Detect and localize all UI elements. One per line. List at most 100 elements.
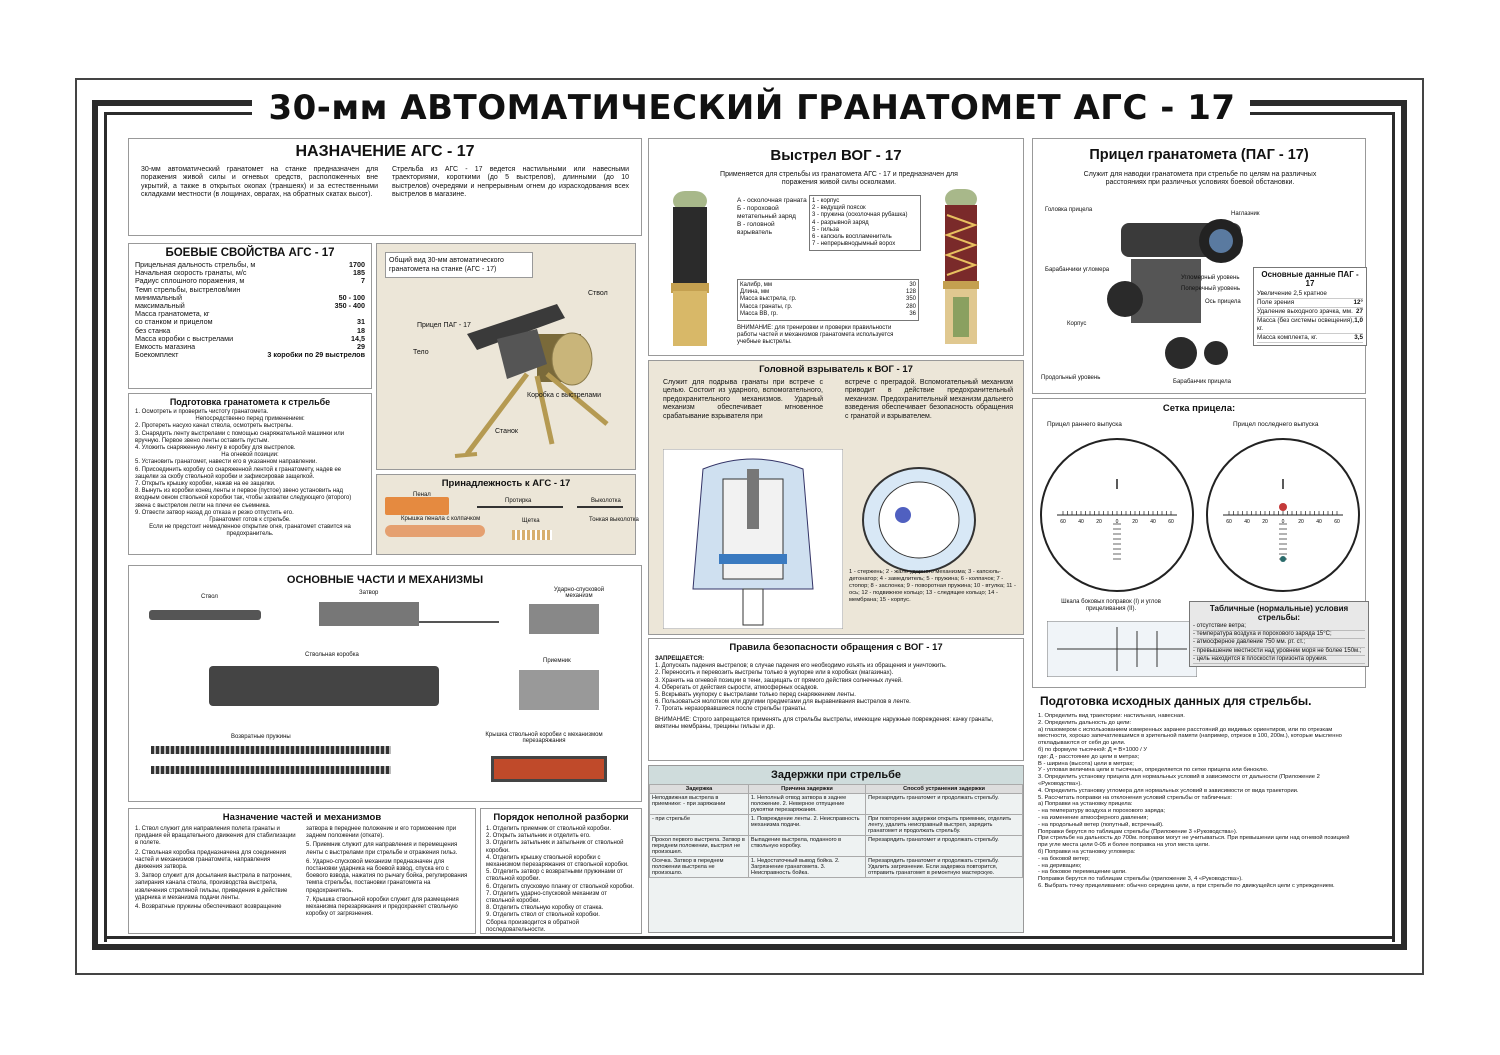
combat-value: 350 - 400: [334, 301, 365, 311]
sight-basic-value: 3,5: [1354, 334, 1363, 341]
label-thin-driver: Тонкая выколотка: [589, 517, 639, 523]
fuse-heading: Головной взрыватель к ВОГ - 17: [759, 364, 913, 375]
vog-part-item: 6 - капсюль воспламенитель: [812, 234, 892, 241]
disassembly-line: Сборка производится в обратной последова…: [486, 919, 579, 933]
reticle-early-label: Прицел раннего выпуска: [1047, 421, 1122, 428]
sight-illustration: [1107, 219, 1243, 369]
vog-parts-left: А - осколочная граната Б - пороховой мет…: [737, 197, 807, 236]
sight-label-eyepiece: Наглазник: [1231, 211, 1260, 217]
label-driver: Выколотка: [591, 498, 621, 504]
norm-heading: Табличные (нормальные) условия стрельбы:: [1209, 604, 1349, 622]
delays-cell: При повторении задержки открыть приемник…: [865, 814, 1023, 836]
purpose-text-right: Стрельба из АГС - 17 ведется настильными…: [392, 166, 629, 199]
vog-part-item: 2 - ведущий поясок: [812, 205, 866, 212]
data-prep-line: где: Д - расстояние до цели в метрах;: [1038, 753, 1140, 760]
purpose-parts-panel: Назначение частей и механизмов 1. Ствол …: [128, 808, 476, 934]
disassembly-list: 1. Отделить приемник от ствольной коробк…: [486, 826, 636, 934]
data-prep-line: 6. Выбрать точку прицеливания: обычно се…: [1038, 882, 1335, 889]
delays-row: Прокол первого выстрела. Затвор в передн…: [649, 835, 1023, 857]
label-barrel: Ствол: [588, 290, 608, 297]
purpose-parts-right: затвора в переднее положение и его тормо…: [306, 826, 469, 920]
delays-cell: Неподвижная выстрела в приемнике: - при …: [649, 793, 749, 815]
purpose-parts-line: 1. Ствол служит для направления полета г…: [135, 826, 296, 847]
delays-col-header: Задержка: [649, 784, 749, 794]
delays-col-header: Способ устранения задержки: [865, 784, 1023, 794]
data-prep-line: 1. Определить вид траектории: настильная…: [1038, 713, 1185, 719]
disassembly-panel: Порядок неполной разборки 1. Отделить пр…: [480, 808, 642, 934]
data-prep-line: У - угловая величина цели в тысячных, оп…: [1038, 767, 1269, 774]
purpose-parts-line: 3. Затвор служит для досылания выстрела …: [135, 873, 292, 901]
trigger-part-image: [529, 604, 599, 634]
brush-image: [512, 530, 552, 540]
data-prep-line: В - ширина (высота) цели в метрах;: [1038, 760, 1134, 767]
bolt-rod: [419, 621, 499, 623]
prep-line: Если не предстоит немедленное открытие о…: [149, 524, 351, 538]
sight-basic-row: Увеличение 2,5 кратное: [1257, 290, 1363, 299]
data-prep-line: - на изменение атмосферного давления;: [1038, 814, 1149, 821]
purpose-parts-line: 7. Крышка ствольной коробки служит для р…: [306, 896, 459, 918]
sight-basics: Основные данные ПАГ - 17 Увеличение 2,5 …: [1253, 267, 1367, 346]
vog-spec-row: Масса выстрела, гр.350: [740, 296, 916, 303]
wiper-image: [477, 506, 563, 508]
sight-label-level: Угломерный уровень: [1181, 275, 1240, 281]
data-prep-line: 5. Рассчитать поправки на отклонения усл…: [1038, 794, 1233, 801]
reticle-scale-label: 40: [1316, 519, 1322, 525]
reticle-scale-label: 0: [1116, 519, 1119, 525]
sight-basic-key: Удаление выходного зрачка, мм.: [1257, 308, 1353, 315]
data-prep-line: б) Поправки на установку угломера:: [1038, 848, 1136, 855]
vog-part-item: 5 - гильза: [812, 226, 839, 233]
delays-col-header: Причина задержки: [747, 784, 867, 794]
reticle-scale-label: 60: [1226, 519, 1232, 525]
reticle-panel: Сетка прицела: Прицел раннего выпуска Пр…: [1032, 398, 1369, 688]
safety-line: 6. Пользоваться молотком или другими пре…: [655, 699, 911, 706]
vog-part-item: 3 - пружина (осколочная рубашка): [812, 212, 908, 219]
combat-key: Масса гранатомета, кг: [135, 309, 210, 319]
safety-line: 5. Вскрывать укупорку с выстрелами тольк…: [655, 692, 856, 699]
safety-panel: Правила безопасности обращения с ВОГ - 1…: [648, 638, 1024, 761]
safety-heading: Правила безопасности обращения с ВОГ - 1…: [729, 642, 943, 653]
prep-line: 7. Открыть крышку коробки, нажав на ее з…: [135, 481, 276, 488]
combat-row: Масса гранатомета, кг: [135, 310, 365, 318]
vog-spec-value: 350: [905, 296, 916, 303]
fuse-cutaway-diagram: [663, 449, 843, 629]
reticle-scale-label: 40: [1078, 519, 1084, 525]
prep-line: Непосредственно перед применением:: [195, 416, 305, 423]
combat-key: Масса коробки с выстрелами: [135, 333, 234, 343]
label-case: Пенал: [413, 492, 431, 498]
spring-2: [151, 766, 391, 774]
reticle-scale-label: 0: [1282, 519, 1285, 525]
purpose-parts-line: 5. Приемник служит для направления и пер…: [306, 842, 458, 856]
combat-value: 31: [357, 317, 365, 327]
delays-cell: Перезарядить гранатомет и продолжать стр…: [865, 856, 1023, 878]
prep-line: Гранатомет готов к стрельбе.: [209, 517, 291, 524]
norm-line: - отсутствие ветра;: [1193, 623, 1365, 632]
label-wiper: Протирка: [505, 498, 532, 504]
disassembly-line: 7. Отделить ударно-спусковой механизм от…: [486, 890, 607, 905]
bottom-outer-bar: [92, 944, 1407, 950]
bottom-inner-bar: [104, 936, 1395, 939]
data-prep-line: б) по формуле тысячной: Д = В×1000 / У: [1038, 746, 1148, 753]
data-prep-heading: Подготовка исходных данных для стрельбы.: [1040, 694, 1312, 708]
label-cap: Крышка пенала с колпачком: [401, 516, 481, 522]
label-ammo-box: Коробка с выстрелами: [527, 392, 601, 399]
parts-label-cover: Крышка ствольной коробки с механизмом пе…: [485, 732, 603, 744]
disassembly-line: 6. Отделить спусковую планку от ствольно…: [486, 883, 634, 890]
reticle-scale-label: 20: [1262, 519, 1268, 525]
poster-title: 30-мм АВТОМАТИЧЕСКИЙ ГРАНАТОМЕТ АГС - 17: [268, 88, 1236, 128]
reticle-scale-label: 40: [1150, 519, 1156, 525]
sight-label-drums: Барабанчики угломера: [1045, 267, 1110, 273]
vog-spec-row: Масса ВВ, гр.36: [740, 311, 916, 318]
vog-cartridge-image: [671, 191, 709, 346]
sight-basic-key: Масса (без системы освещения), кг.: [1257, 317, 1355, 332]
norm-line: - атмосферное давление 750 мм. рт. ст.;: [1193, 639, 1365, 648]
disassembly-line: 9. Отделить ствол от ствольной коробки.: [486, 912, 600, 919]
combat-value: 3 коробки по 29 выстрелов: [267, 350, 365, 360]
fuse-text-left: Служит для подрыва гранаты при встрече с…: [663, 379, 823, 420]
